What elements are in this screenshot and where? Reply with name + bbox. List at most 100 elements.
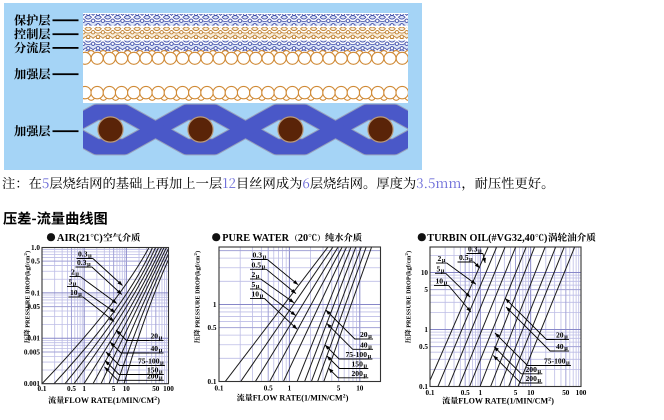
svg-text:2: 2	[23, 253, 28, 256]
svg-text:0.5: 0.5	[264, 384, 273, 392]
svg-text:μ: μ	[73, 281, 77, 288]
svg-text:2: 2	[404, 253, 409, 256]
svg-text:5: 5	[112, 385, 116, 393]
svg-text:μ: μ	[566, 360, 570, 367]
svg-text:μ: μ	[88, 253, 92, 260]
svg-text:2: 2	[193, 253, 198, 256]
svg-text:0.5: 0.5	[31, 258, 40, 266]
svg-text:TURBIN OIL(#VG32,40: TURBIN OIL(#VG32,40	[427, 233, 535, 244]
svg-text:20: 20	[556, 331, 564, 340]
svg-text:μ: μ	[441, 267, 445, 274]
svg-text:μ: μ	[256, 283, 260, 290]
svg-text:0.1: 0.1	[208, 378, 217, 386]
svg-text:μ: μ	[260, 293, 264, 300]
svg-text:μ: μ	[469, 256, 473, 263]
svg-text:50: 50	[562, 389, 570, 397]
svg-text:1: 1	[288, 384, 292, 392]
svg-text:μ: μ	[78, 291, 82, 298]
svg-text:μ: μ	[75, 271, 79, 278]
svg-text:100: 100	[576, 389, 587, 397]
svg-text:): )	[544, 233, 547, 244]
svg-text:μ: μ	[263, 254, 267, 261]
svg-text:μ: μ	[364, 372, 368, 379]
svg-text:40: 40	[556, 342, 564, 351]
svg-text:): )	[195, 251, 202, 253]
svg-text:μ: μ	[444, 280, 448, 287]
svg-text:2: 2	[343, 394, 346, 400]
svg-text:): )	[406, 251, 413, 253]
svg-text:(: (	[406, 274, 413, 276]
svg-text:1.0: 1.0	[31, 244, 40, 252]
svg-text:1: 1	[479, 389, 483, 397]
svg-text:μ: μ	[564, 334, 568, 341]
svg-text:FLOW RATE(1/MIN/CM: FLOW RATE(1/MIN/CM	[64, 396, 154, 405]
svg-text:20: 20	[298, 233, 308, 244]
svg-text:5: 5	[424, 286, 428, 294]
svg-text:FLOW RATE(1/MIN/CM: FLOW RATE(1/MIN/CM	[458, 397, 548, 406]
svg-text:0.001: 0.001	[24, 380, 41, 388]
svg-text:μ: μ	[256, 273, 260, 280]
svg-text:150: 150	[147, 366, 159, 375]
svg-text:10: 10	[436, 277, 444, 286]
svg-text:kgf/cm: kgf/cm	[406, 255, 413, 274]
svg-text:(: (	[25, 274, 32, 276]
svg-text:μ: μ	[87, 261, 91, 268]
svg-text:μ: μ	[159, 374, 163, 381]
svg-text:0.5: 0.5	[459, 253, 469, 262]
svg-text:): )	[551, 397, 554, 406]
svg-text:5: 5	[437, 264, 441, 273]
svg-text:20: 20	[151, 332, 159, 341]
svg-text:0.5: 0.5	[461, 389, 470, 397]
svg-text:): )	[157, 396, 160, 405]
svg-text:0.1: 0.1	[419, 383, 428, 391]
svg-text:kgf/cm: kgf/cm	[25, 255, 32, 274]
svg-text:1: 1	[82, 385, 86, 393]
svg-text:0.5: 0.5	[419, 343, 428, 351]
svg-text:0.1: 0.1	[38, 385, 47, 393]
svg-text:75-100: 75-100	[138, 357, 160, 366]
svg-text:PRESSURE DROP: PRESSURE DROP	[406, 276, 413, 328]
svg-text:10: 10	[356, 384, 364, 392]
svg-text:kgf/cm: kgf/cm	[195, 255, 202, 274]
svg-text:200: 200	[526, 374, 538, 383]
svg-text:40: 40	[360, 340, 368, 349]
svg-text:75-100: 75-100	[346, 350, 368, 359]
svg-text:10: 10	[252, 290, 260, 299]
svg-text:200: 200	[526, 365, 538, 374]
svg-text:μ: μ	[160, 360, 164, 367]
svg-text:5: 5	[252, 280, 256, 289]
svg-text:200: 200	[352, 369, 364, 378]
svg-text:AIR(21: AIR(21	[57, 233, 90, 244]
svg-text:0.5: 0.5	[252, 260, 262, 269]
svg-text:2: 2	[154, 396, 157, 402]
svg-text:0.05: 0.05	[27, 303, 40, 311]
svg-text:μ: μ	[564, 345, 568, 352]
svg-text:10: 10	[421, 269, 429, 277]
svg-text:0.3: 0.3	[253, 251, 263, 260]
svg-text:1: 1	[424, 326, 428, 334]
svg-text:2: 2	[252, 270, 256, 279]
svg-text:2: 2	[438, 254, 442, 263]
svg-text:10: 10	[123, 385, 131, 393]
svg-text:0.3: 0.3	[78, 250, 88, 259]
svg-text:): )	[346, 394, 349, 403]
svg-text:FLOW RATE(1/MIN/CM: FLOW RATE(1/MIN/CM	[253, 394, 343, 403]
svg-text:2: 2	[71, 268, 75, 277]
svg-text:75-100: 75-100	[544, 357, 566, 366]
svg-text:μ: μ	[159, 335, 163, 342]
svg-text:0.1: 0.1	[31, 289, 40, 297]
svg-text:μ: μ	[159, 347, 163, 354]
svg-text:0.3: 0.3	[468, 245, 478, 254]
svg-text:10: 10	[527, 389, 535, 397]
svg-text:2: 2	[548, 397, 551, 403]
svg-text:0.005: 0.005	[24, 348, 41, 356]
svg-text:40: 40	[151, 344, 159, 353]
svg-text:μ: μ	[368, 333, 372, 340]
svg-text:1: 1	[213, 301, 217, 309]
svg-text:): )	[25, 251, 32, 253]
svg-text:μ: μ	[538, 368, 542, 375]
svg-text:0.5: 0.5	[208, 324, 217, 332]
svg-text:150: 150	[352, 360, 364, 369]
svg-text:0.3: 0.3	[77, 258, 87, 267]
svg-text:μ: μ	[159, 369, 163, 376]
